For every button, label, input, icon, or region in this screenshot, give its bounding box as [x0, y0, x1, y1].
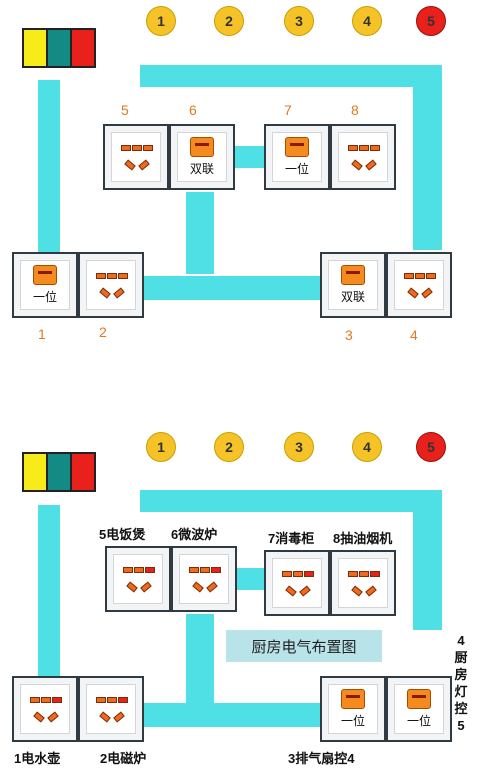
- circuit-2: 2: [214, 6, 244, 36]
- side-label-char: 5: [457, 718, 465, 733]
- socket-7-disinfection-cabinet: [264, 550, 330, 616]
- appliance-label-7: 7消毒柜: [268, 531, 315, 546]
- duct: [38, 505, 60, 677]
- switch-label: 一位: [406, 714, 431, 728]
- socket-icon: [113, 554, 163, 604]
- position-number: 4: [410, 327, 418, 343]
- socket-icon: [179, 554, 229, 604]
- duct: [186, 192, 214, 274]
- circuit-5: 5: [416, 432, 446, 462]
- switch-key-icon: [33, 265, 57, 285]
- switch-label: 一位: [340, 714, 365, 728]
- switch-label: 双联: [340, 290, 365, 304]
- appliance-label-5: 5电饭煲: [99, 527, 146, 542]
- legend-red: [70, 454, 94, 490]
- duct: [186, 614, 214, 704]
- socket-2-induction-cooker: [78, 676, 144, 742]
- circuit-5: 5: [416, 6, 446, 36]
- appliance-label-8: 8抽油烟机: [333, 531, 393, 546]
- switch-label: 双联: [189, 162, 214, 176]
- position-number: 5: [121, 102, 129, 118]
- side-label-char: 灯: [454, 684, 468, 699]
- socket-4: [386, 252, 452, 318]
- position-number: 7: [284, 102, 292, 118]
- switch-label: 一位: [284, 162, 309, 176]
- switch-key-icon: [285, 137, 309, 157]
- legend-red: [70, 30, 94, 66]
- switch-key-icon: [341, 689, 365, 709]
- legend-teal: [46, 454, 70, 490]
- switch-1-single: 一位: [12, 252, 78, 318]
- socket-icon: [111, 132, 161, 182]
- socket-icon: [394, 260, 444, 310]
- socket-8-range-hood: [330, 550, 396, 616]
- socket-icon: [272, 558, 322, 608]
- duct: [413, 65, 442, 250]
- duct: [140, 65, 442, 87]
- circuit-3: 3: [284, 432, 314, 462]
- switch-label: 一位: [32, 290, 57, 304]
- position-number: 6: [189, 102, 197, 118]
- position-number: 1: [38, 326, 46, 342]
- duct: [413, 490, 442, 630]
- socket-5-rice-cooker: [105, 546, 171, 612]
- switch-key-icon: [407, 689, 431, 709]
- switch-4-kitchen-light: 一位: [386, 676, 452, 742]
- circuit-1: 1: [146, 432, 176, 462]
- switch-3-exhaust-fan: 一位: [320, 676, 386, 742]
- duct: [140, 703, 322, 727]
- switch-7-single: 一位: [264, 124, 330, 190]
- socket-icon: [20, 684, 70, 734]
- circuit-4: 4: [352, 6, 382, 36]
- socket-5: [103, 124, 169, 190]
- legend-yellow: [24, 454, 46, 490]
- legend-yellow: [24, 30, 46, 66]
- position-number: 2: [99, 324, 107, 340]
- duct: [140, 490, 442, 512]
- socket-2: [78, 252, 144, 318]
- circuit-4: 4: [352, 432, 382, 462]
- circuit-3: 3: [284, 6, 314, 36]
- socket-6-microwave: [171, 546, 237, 612]
- switch-6-double: 双联: [169, 124, 235, 190]
- legend-teal: [46, 30, 70, 66]
- side-label-char: 厨: [454, 650, 468, 665]
- side-label-char: 控: [454, 701, 468, 716]
- switch-key-icon: [190, 137, 214, 157]
- duct: [140, 276, 322, 300]
- socket-icon: [338, 132, 388, 182]
- appliance-label-3: 3排气扇控4: [288, 751, 355, 766]
- color-legend: [22, 452, 96, 492]
- appliance-label-6: 6微波炉: [171, 527, 218, 542]
- color-legend: [22, 28, 96, 68]
- socket-8: [330, 124, 396, 190]
- side-label-char: 4: [457, 633, 465, 648]
- position-number: 3: [345, 327, 353, 343]
- circuit-1: 1: [146, 6, 176, 36]
- socket-1-kettle: [12, 676, 78, 742]
- kitchen-light-control-label: 4 厨 房 灯 控 5: [452, 632, 470, 734]
- position-number: 8: [351, 102, 359, 118]
- diagram-title: 厨房电气布置图: [226, 630, 382, 662]
- socket-icon: [338, 558, 388, 608]
- socket-icon: [86, 260, 136, 310]
- appliance-label-2: 2电磁炉: [100, 751, 147, 766]
- switch-3-double: 双联: [320, 252, 386, 318]
- side-label-char: 房: [454, 667, 468, 682]
- duct: [234, 568, 264, 590]
- socket-icon: [86, 684, 136, 734]
- circuit-2: 2: [214, 432, 244, 462]
- duct: [234, 146, 264, 168]
- appliance-label-1: 1电水壶: [14, 751, 61, 766]
- switch-key-icon: [341, 265, 365, 285]
- duct: [38, 80, 60, 252]
